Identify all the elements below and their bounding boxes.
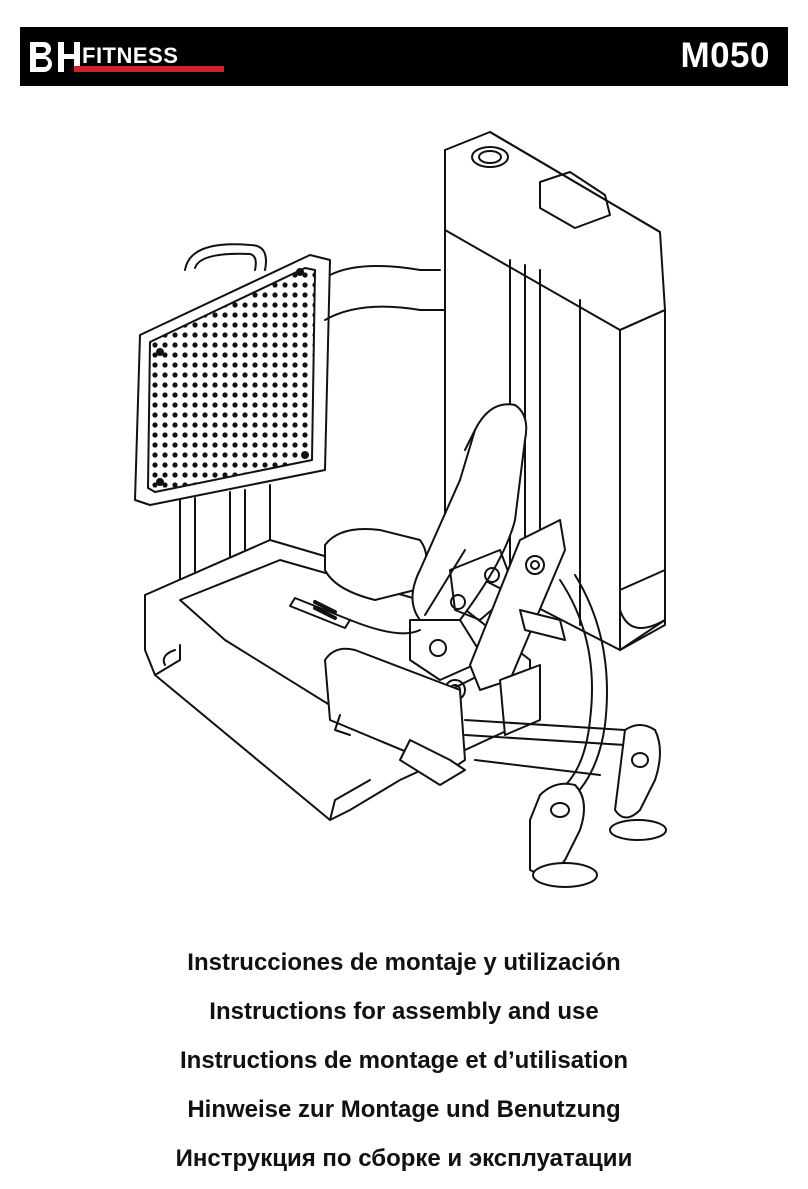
bh-fitness-logo: FITNESS	[30, 42, 224, 72]
title-english: Instructions for assembly and use	[209, 998, 599, 1025]
title-spanish: Instrucciones de montaje y utilización	[187, 949, 621, 976]
svg-text:FITNESS: FITNESS	[82, 43, 178, 68]
header-bar: FITNESS M050	[20, 27, 788, 86]
manual-titles: Instrucciones de montaje y utilización I…	[0, 938, 808, 1183]
leg-press-machine-illustration	[134, 131, 667, 888]
title-french: Instructions de montage et d’utilisation	[179, 1047, 629, 1074]
title-german: Hinweise zur Montage und Benutzung	[187, 1096, 621, 1123]
model-number: M050	[680, 36, 770, 75]
title-russian: Инструкция по сборке и эксплуатации	[175, 1145, 633, 1172]
